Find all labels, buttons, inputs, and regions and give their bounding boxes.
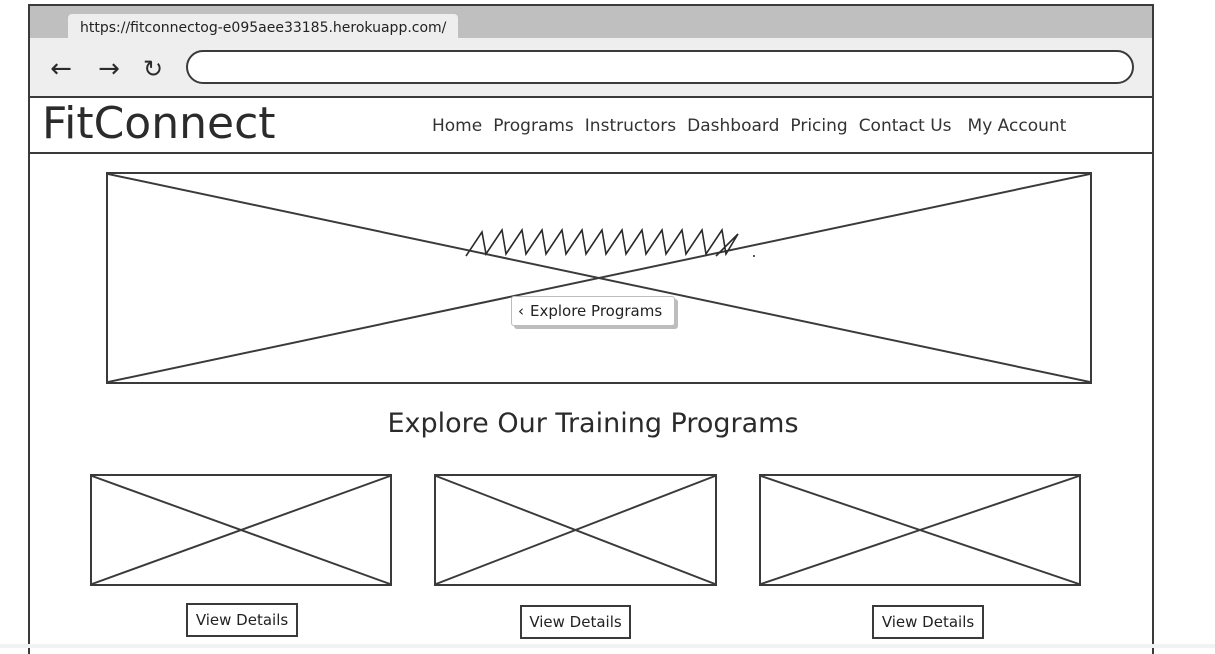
view-details-button[interactable]: View Details <box>520 605 631 639</box>
nav-my-account[interactable]: My Account <box>967 116 1067 136</box>
site-logo[interactable]: FitConnect <box>42 98 276 149</box>
view-details-button[interactable]: View Details <box>872 605 984 639</box>
nav-contact-us[interactable]: Contact Us <box>858 116 952 136</box>
nav-programs[interactable]: Programs <box>493 116 574 136</box>
nav-pricing[interactable]: Pricing <box>790 116 848 136</box>
nav-home[interactable]: Home <box>432 116 483 136</box>
browser-tab[interactable]: https://fitconnectog-e095aee33185.heroku… <box>68 14 459 40</box>
placeholder-cross-icon <box>108 174 1090 382</box>
address-bar[interactable] <box>186 50 1134 84</box>
explore-programs-label: Explore Programs <box>530 302 663 320</box>
program-card-image <box>434 474 717 586</box>
nav-instructors[interactable]: Instructors <box>584 116 677 136</box>
program-card-image <box>90 474 392 586</box>
chevron-left-icon: ‹ <box>518 302 524 320</box>
placeholder-cross-icon <box>761 476 1079 584</box>
page-bottom-edge <box>0 644 1215 648</box>
browser-window: https://fitconnectog-e095aee33185.heroku… <box>28 4 1154 654</box>
browser-chrome: https://fitconnectog-e095aee33185.heroku… <box>30 6 1152 98</box>
view-details-button[interactable]: View Details <box>186 603 298 637</box>
reload-icon[interactable]: ↻ <box>142 55 164 83</box>
placeholder-cross-icon <box>436 476 715 584</box>
hero-image-placeholder <box>106 172 1092 384</box>
scribble-heading-placeholder <box>465 227 755 257</box>
back-arrow-icon[interactable]: ← <box>50 54 72 84</box>
main-nav: Home Programs Instructors Dashboard Pric… <box>432 98 1077 154</box>
program-card-image <box>759 474 1081 586</box>
site-header: FitConnect Home Programs Instructors Das… <box>30 98 1152 154</box>
placeholder-cross-icon <box>92 476 390 584</box>
nav-dashboard[interactable]: Dashboard <box>687 116 780 136</box>
forward-arrow-icon[interactable]: → <box>98 54 120 84</box>
section-title: Explore Our Training Programs <box>387 408 799 439</box>
tab-strip: https://fitconnectog-e095aee33185.heroku… <box>30 6 1152 40</box>
explore-programs-button[interactable]: ‹ Explore Programs <box>511 296 675 326</box>
